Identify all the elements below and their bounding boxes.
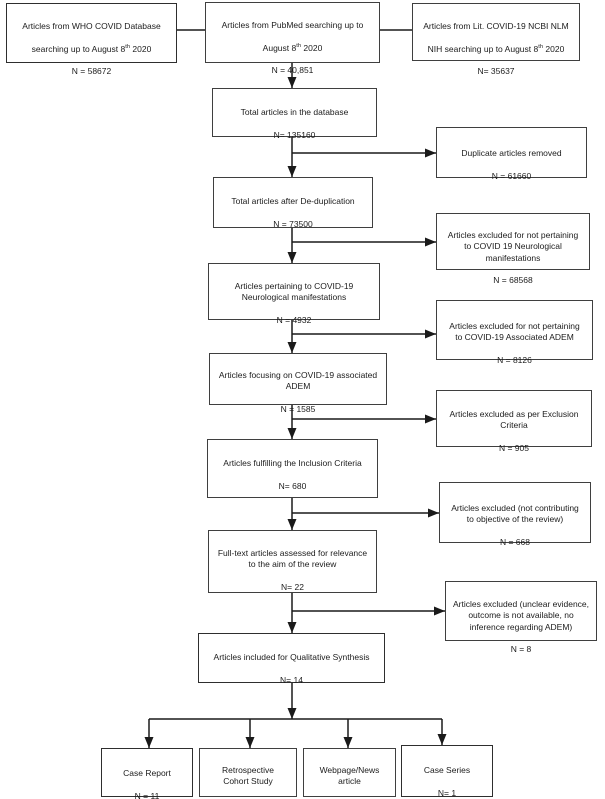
box-text: Total articles after De-duplication [231, 196, 355, 207]
box-cohort-study: Retrospective Cohort Study N= 1 [199, 748, 297, 799]
box-litcovid-source: Articles from Lit. COVID-19 NCBI NLM NIH… [412, 3, 580, 76]
box-neuro-articles: Articles pertaining to COVID-19 Neurolog… [208, 263, 380, 325]
box-count: N = 11 [134, 790, 160, 799]
box-excluded-not-contributing: Articles excluded (not contributing to o… [439, 482, 591, 547]
box-inclusion-criteria: Articles fulfilling the Inclusion Criter… [207, 439, 378, 498]
box-count: N= 135160 [273, 129, 316, 140]
box-text: Retrospective Cohort Study [222, 765, 274, 787]
box-excluded-non-adem: Articles excluded for not pertaining to … [436, 300, 593, 365]
box-excluded-non-neuro: Articles excluded for not pertaining to … [436, 213, 590, 285]
box-who-source: Articles from WHO COVID Database searchi… [6, 3, 177, 76]
box-text: Articles excluded as per Exclusion Crite… [449, 409, 579, 431]
box-count: N = 73500 [273, 218, 313, 229]
box-excluded-unclear: Articles excluded (unclear evidence, out… [445, 581, 597, 654]
box-count: N = 4932 [276, 314, 312, 325]
box-webpage-news: Webpage/News article N-1 [303, 748, 396, 799]
box-text: Articles from PubMed searching up to [221, 20, 364, 31]
box-count: N= 35637 [477, 66, 515, 77]
box-count: N= 14 [280, 674, 303, 685]
box-count: N= 22 [281, 581, 304, 592]
box-text: Articles focusing on COVID-19 associated… [218, 370, 378, 392]
box-duplicates-removed: Duplicate articles removed N = 61660 [436, 127, 587, 181]
box-text: NIH searching up to August 8th 2020 [427, 43, 565, 54]
box-count: N = 1585 [280, 403, 316, 414]
box-text: Articles excluded for not pertaining to … [449, 321, 580, 343]
box-case-series: Case Series N= 1 [401, 745, 493, 798]
box-count: N = 68568 [493, 275, 533, 286]
box-text: Articles from Lit. COVID-19 NCBI NLM [423, 21, 569, 32]
box-text: Webpage/News article [319, 765, 380, 787]
box-excluded-exclusion-criteria: Articles excluded as per Exclusion Crite… [436, 390, 592, 453]
box-text: Full-text articles assessed for relevanc… [217, 548, 368, 570]
box-text: Total articles in the database [240, 107, 349, 118]
box-text: Case Series [423, 765, 471, 776]
box-text: Articles pertaining to COVID-19 Neurolog… [234, 281, 354, 303]
box-count: N = 58672 [71, 66, 112, 77]
box-text: August 8th 2020 [262, 42, 323, 53]
box-count: N = 668 [499, 536, 530, 547]
box-adem-articles: Articles focusing on COVID-19 associated… [209, 353, 387, 414]
box-count: N = 61660 [491, 170, 532, 181]
box-case-report: Case Report N = 11 [101, 748, 193, 799]
box-text: searching up to August 8th 2020 [31, 43, 152, 54]
box-text: Duplicate articles removed [461, 148, 562, 159]
box-count: N = 905 [498, 442, 529, 453]
box-pubmed-source: Articles from PubMed searching up to Aug… [205, 2, 380, 75]
box-text: Articles from WHO COVID Database [22, 21, 161, 32]
box-text: Articles fulfilling the Inclusion Criter… [223, 458, 362, 469]
box-text: Articles included for Qualitative Synthe… [213, 652, 370, 663]
box-total-database: Total articles in the database N= 135160 [212, 88, 377, 140]
box-count: N= 680 [278, 480, 307, 491]
box-text: Articles excluded (unclear evidence, out… [452, 599, 590, 632]
box-count: N = 40,851 [271, 65, 314, 76]
box-qualitative-synthesis: Articles included for Qualitative Synthe… [198, 633, 385, 685]
box-text: Articles excluded (not contributing to o… [451, 503, 579, 525]
box-count: N= 1 [437, 787, 457, 798]
box-count: N = 8126 [497, 354, 532, 365]
box-fulltext-assessed: Full-text articles assessed for relevanc… [208, 530, 377, 593]
box-after-dedup: Total articles after De-duplication N = … [213, 177, 373, 229]
box-count: N = 8 [510, 644, 532, 655]
box-text: Articles excluded for not pertaining to … [447, 230, 579, 263]
box-text: Case Report [123, 768, 171, 779]
